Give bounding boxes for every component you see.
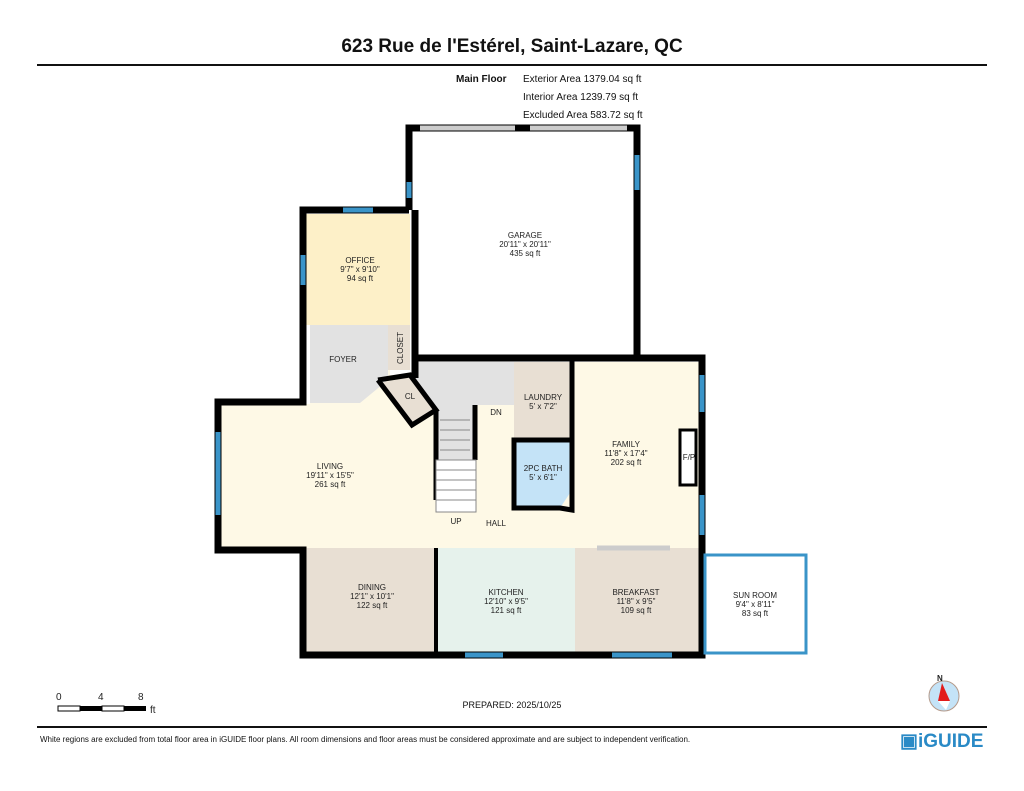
scale-tick-8: 8: [138, 692, 144, 703]
kitchen-dims: 12'10" x 9'5": [484, 597, 528, 606]
foyer-fill: [310, 325, 388, 403]
scale-unit: ft: [150, 705, 156, 716]
closet-label: CLOSET: [396, 332, 405, 364]
scale-tick-4: 4: [98, 692, 104, 703]
sunroom-dims: 9'4" x 8'11": [736, 600, 775, 609]
garage-label: GARAGE: [508, 231, 542, 240]
divider: [37, 64, 987, 66]
sunroom-label: SUN ROOM: [733, 591, 777, 600]
compass-icon: N: [928, 674, 960, 712]
disclaimer: White regions are excluded from total fl…: [40, 735, 691, 744]
dining-area: 122 sq ft: [357, 601, 388, 610]
office-dims: 9'7" x 9'10": [340, 265, 380, 274]
breakfast-label: BREAKFAST: [612, 588, 659, 597]
windows: [215, 155, 705, 658]
office-area: 94 sq ft: [347, 274, 374, 283]
stairs-down-label: DN: [490, 408, 502, 417]
interior-area: Interior Area 1239.79 sq ft: [523, 92, 639, 103]
prepared-date: PREPARED: 2025/10/25: [462, 700, 562, 710]
family-dims: 11'8" x 17'4": [604, 449, 647, 458]
iguide-logo: ▣iGUIDE: [900, 730, 983, 753]
sunroom-area: 83 sq ft: [742, 609, 769, 618]
office-fill: [305, 214, 410, 325]
office-label: OFFICE: [345, 256, 374, 265]
compass-north-label: N: [937, 674, 943, 683]
fireplace: [678, 428, 698, 487]
stair-fill: [415, 362, 514, 490]
family-area: 202 sq ft: [611, 458, 642, 467]
stairs-up-label: UP: [450, 517, 461, 526]
footer-divider: [37, 726, 987, 728]
kitchen-label: KITCHEN: [488, 588, 523, 597]
kitchen-area: 121 sq ft: [491, 606, 522, 615]
bath-dims: 5' x 6'1": [529, 473, 557, 482]
floor-name: Main Floor: [456, 74, 507, 85]
dining-fill: [305, 548, 436, 652]
living-area: 261 sq ft: [315, 480, 346, 489]
hall-label: HALL: [486, 519, 507, 528]
garage-dims: 20'11" x 20'11": [499, 240, 551, 249]
sunroom-outline: [703, 553, 808, 655]
living-dims: 19'11" x 15'5": [306, 471, 354, 480]
dining-dims: 12'1" x 10'1": [350, 592, 394, 601]
breakfast-dims: 11'8" x 9'5": [617, 597, 656, 606]
exterior-area: Exterior Area 1379.04 sq ft: [523, 74, 642, 85]
excluded-area: Excluded Area 583.72 sq ft: [523, 110, 643, 121]
living-label: LIVING: [317, 462, 343, 471]
scale-tick-0: 0: [56, 692, 62, 703]
breakfast-area: 109 sq ft: [621, 606, 652, 615]
bath-label: 2PC BATH: [524, 464, 563, 473]
bath-fill: [514, 442, 572, 508]
stairs[interactable]: [435, 419, 477, 513]
fireplace-label: F/P: [683, 453, 695, 462]
logo-camera-icon: ▣: [900, 731, 918, 752]
area-summary: Main Floor Exterior Area 1379.04 sq ft I…: [456, 71, 643, 125]
laundry-label: LAUNDRY: [524, 393, 563, 402]
cl-fill: [380, 377, 436, 422]
garage-area: 435 sq ft: [510, 249, 541, 258]
scale-bar: 0 4 8 ft: [56, 692, 156, 716]
walls: [214, 124, 706, 659]
logo-text: iGUIDE: [917, 731, 984, 752]
foyer-label: FOYER: [329, 355, 357, 364]
kitchen-fill: [436, 548, 575, 652]
laundry-fill: [514, 362, 572, 440]
dining-label: DINING: [358, 583, 386, 592]
laundry-dims: 5' x 7'2": [529, 402, 557, 411]
breakfast-fill: [575, 548, 700, 652]
garage-fill: [409, 130, 637, 356]
page-title: 623 Rue de l'Estérel, Saint-Lazare, QC: [341, 36, 683, 57]
closet-fill: [388, 325, 410, 370]
family-label: FAMILY: [612, 440, 641, 449]
cl-label: CL: [405, 392, 416, 401]
